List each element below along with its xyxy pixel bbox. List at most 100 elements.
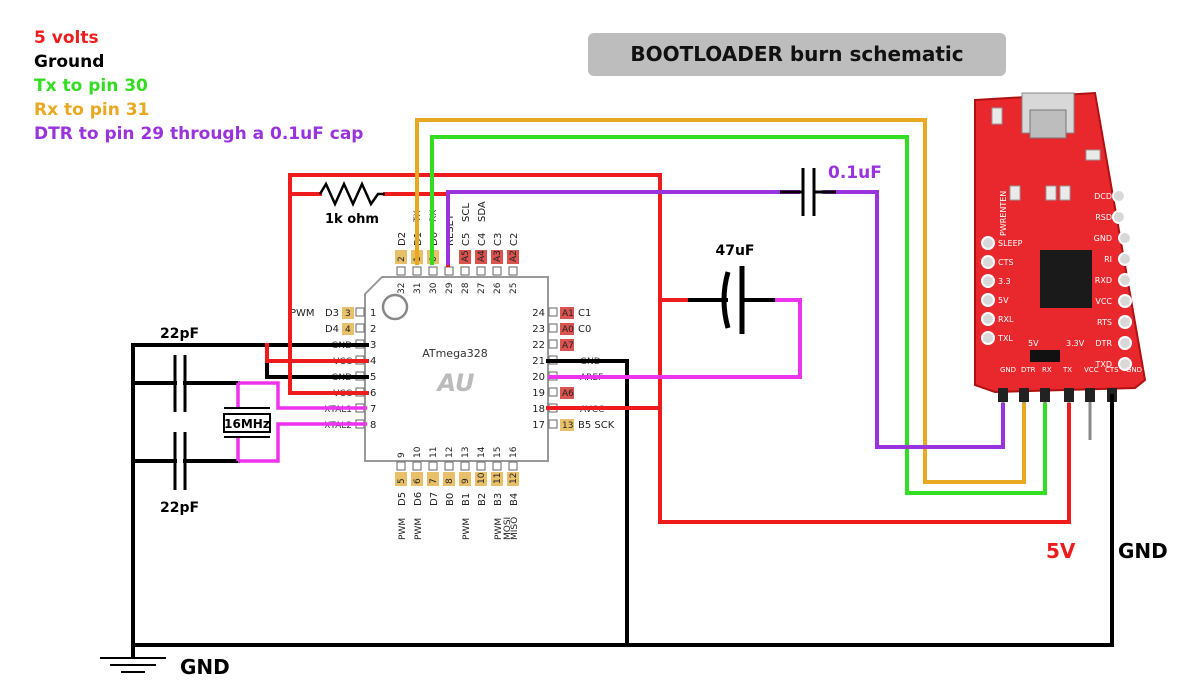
ftdi-pad: [1118, 336, 1132, 350]
ftdi-pad-label: 5V: [998, 296, 1009, 305]
ftdi-pad: [1118, 315, 1132, 329]
ftdi-header-pins: [998, 388, 1117, 440]
chip-pin: [508, 461, 518, 471]
header-pin-base: [998, 388, 1008, 402]
chip-pin: [548, 387, 558, 397]
chip-pin: [492, 461, 502, 471]
ftdi-header-label: GND: [1000, 366, 1016, 374]
ftdi-board: [974, 91, 1147, 394]
chip-pin-number: 29: [445, 282, 455, 294]
ftdi-label-5v: 5V: [1028, 339, 1039, 348]
atmega328-chip: ATmega328 AU: [364, 276, 549, 462]
pin-tag: A0: [562, 325, 574, 335]
legend-rx: Rx to pin 31: [34, 100, 150, 120]
ftdi-pad-label: RXD: [1095, 276, 1112, 285]
chip-pin-number: 14: [477, 446, 487, 458]
chip-pin-number: 30: [429, 282, 439, 294]
chip-pin-number: 19: [532, 388, 545, 399]
pin-tag-box: [443, 472, 455, 486]
capacitor-22pf-bottom: 22pF: [160, 432, 199, 516]
pin-name: D6: [413, 492, 424, 506]
ftdi-pad-label: DCD: [1094, 192, 1112, 201]
pin-tag: 2: [397, 256, 407, 262]
ftdi-pad-label: GND: [1094, 234, 1112, 243]
chip-pin: [492, 266, 502, 276]
pin-name: B5 SCK: [578, 420, 615, 431]
chip-pin: [548, 307, 558, 317]
header-pin-base: [1040, 388, 1050, 402]
pin-name: C2: [509, 233, 520, 246]
ftdi-jumper-labels: 5V 3.3V: [1028, 339, 1085, 348]
chip-pin-number: 18: [532, 404, 545, 415]
pin-name: C5: [461, 233, 472, 246]
pin-tag-box: [560, 419, 574, 431]
ftdi-pad-label: TXD: [1094, 360, 1112, 369]
chip-pin-number: 11: [429, 447, 439, 458]
chip-pin: [476, 266, 486, 276]
pin-tag-box: [342, 307, 354, 319]
cap-22pf-top-label: 22pF: [160, 326, 199, 342]
chip-name: ATmega328: [422, 347, 488, 360]
chip-pin: [548, 419, 558, 429]
pin-name: D0: [429, 232, 440, 246]
chip-package: AU: [436, 369, 475, 397]
legend-tx: Tx to pin 30: [34, 76, 148, 96]
chip-pin: [428, 266, 438, 276]
chip-pin-number: 4: [370, 356, 376, 367]
pin-name: C3: [493, 233, 504, 246]
pin-name: XTAL1: [324, 405, 352, 415]
pin-tag-box: [560, 387, 574, 399]
chip-pin: [412, 461, 422, 471]
chip-pin-number: 3: [370, 340, 376, 351]
chip-pin-number: 17: [532, 420, 545, 431]
pin-tag-box: [395, 250, 407, 264]
chip-pin: [355, 323, 365, 333]
ftdi-pad-label: 3.3: [998, 277, 1011, 286]
ftdi-header-label: GND: [1126, 366, 1142, 374]
ftdi-pad-label: CTS: [998, 258, 1014, 267]
pin-name: D4: [325, 324, 339, 335]
pin-tag-box: [507, 472, 519, 486]
chip-pin-number: 25: [509, 283, 519, 294]
pin-tag-box: [491, 472, 503, 486]
pin-tag-box: [459, 472, 471, 486]
capacitor-0-1uf: 0.1uF: [780, 163, 882, 216]
pin-function: SDA: [477, 201, 488, 222]
legend: 5 volts Ground Tx to pin 30 Rx to pin 31…: [34, 26, 363, 146]
gnd-right-chip: [546, 359, 629, 647]
header-pin-base: [1085, 388, 1095, 402]
pin-name: C4: [477, 233, 488, 246]
pin-name: C1: [578, 308, 591, 319]
ftdi-pad: [1118, 273, 1132, 287]
header-pin-base: [1019, 388, 1029, 402]
pin-tag: 7: [429, 478, 439, 484]
vcc-reset-loop: [288, 173, 369, 395]
ftdi-pad-label: VCC: [1095, 297, 1112, 306]
chip-pin-number: 21: [532, 356, 545, 367]
pin-tag-box: [459, 250, 471, 264]
pin-tag-box: [491, 250, 503, 264]
pin-name: B4: [509, 493, 520, 506]
chip-pin-number: 24: [532, 308, 545, 319]
pin-tag-box: [475, 250, 487, 264]
chip-pin: [460, 266, 470, 276]
legend-5v: 5 volts: [34, 28, 99, 48]
chip-pin: [548, 323, 558, 333]
ftdi-pad: [1112, 210, 1126, 224]
chip-pin: [444, 461, 454, 471]
dtr-wire: [446, 190, 1005, 449]
pin-name: D2: [397, 232, 408, 246]
cap-22pf-bottom-label: 22pF: [160, 500, 199, 516]
aref-wire: [548, 298, 802, 379]
vcc-pin4: [265, 343, 369, 363]
title-banner: BOOTLOADER burn schematic: [588, 33, 1006, 76]
pin-tag: A7: [562, 341, 574, 351]
ftdi-pad-label: SLEEP: [998, 239, 1023, 248]
pin-tag: 4: [345, 325, 351, 335]
ftdi-header-label: RX: [1042, 366, 1052, 374]
chip-bottom-pins: 95D5PWM106D6PWM117D7128B0139B1PWM1410B21…: [395, 446, 520, 540]
pin-function: PWM: [398, 518, 408, 540]
pin-name: RESET: [445, 213, 456, 246]
